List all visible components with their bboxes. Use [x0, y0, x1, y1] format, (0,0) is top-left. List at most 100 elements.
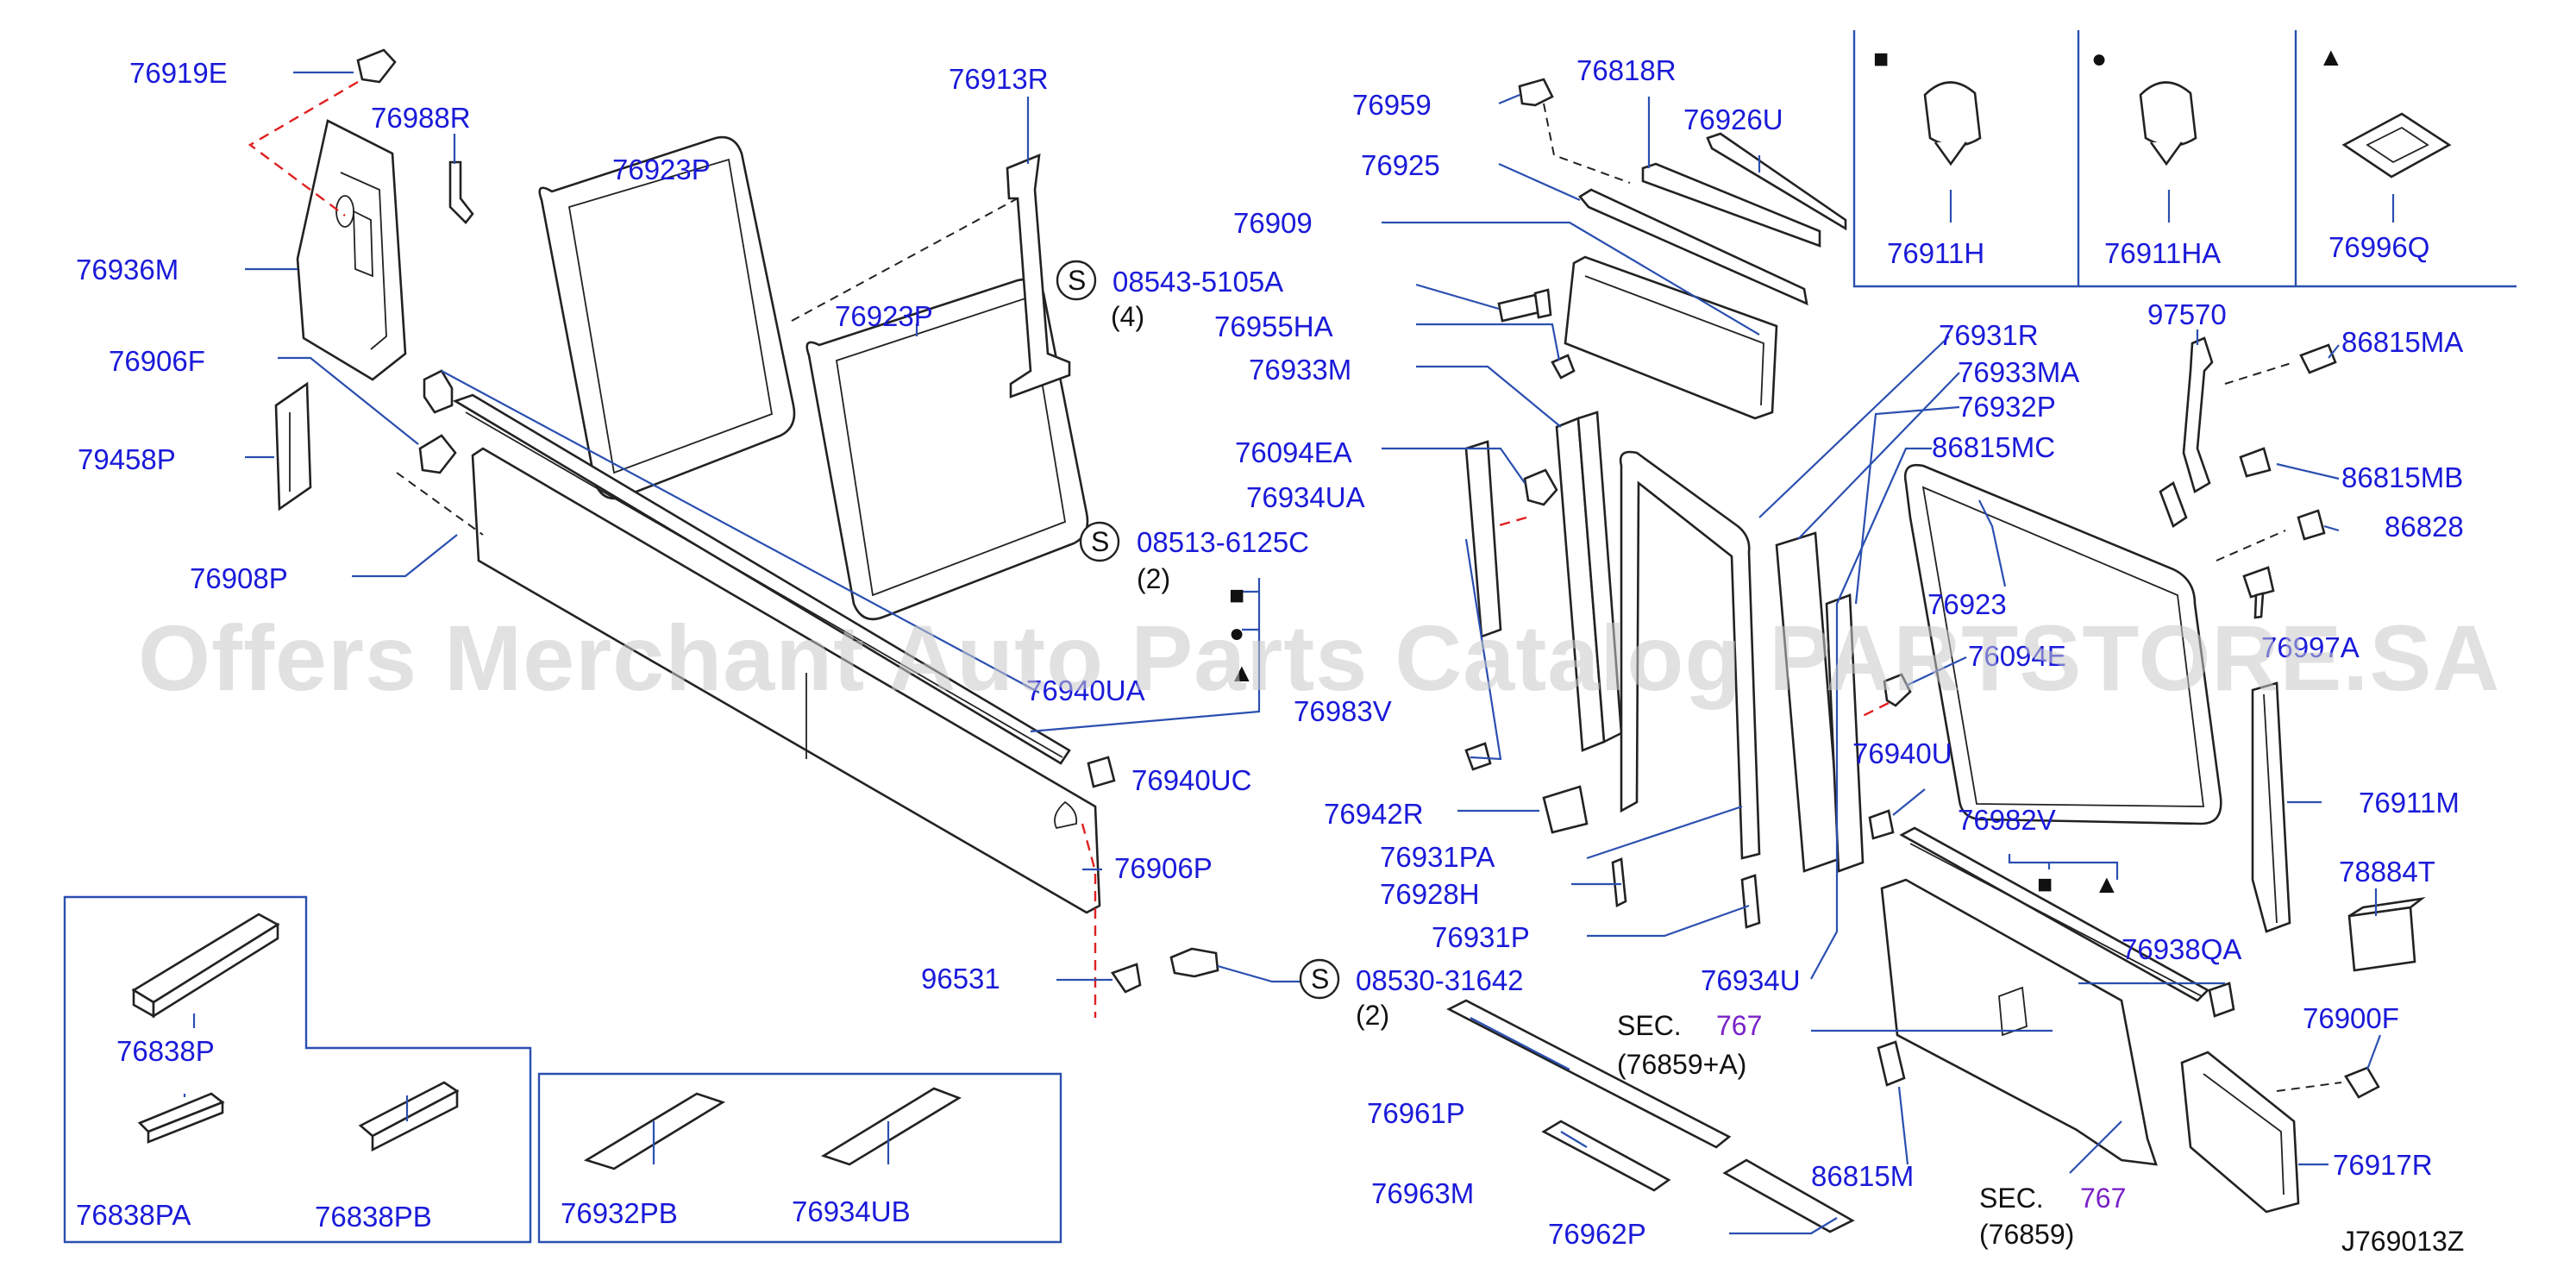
triangle-symbol-76982v: ▲ — [2094, 870, 2120, 899]
label-76913r: 76913R — [949, 63, 1049, 95]
label-78884t: 78884T — [2339, 856, 2435, 888]
strip-76928h — [1611, 857, 1627, 908]
label-76933m: 76933M — [1249, 354, 1351, 386]
clip-legend-box — [1852, 30, 2516, 288]
pillar-76911m — [2251, 681, 2291, 933]
label-76911ha: 76911HA — [2104, 237, 2221, 269]
label-76932pb: 76932PB — [561, 1197, 678, 1229]
section-ref: (76859+A) — [1617, 1049, 1746, 1080]
label-76919e: 76919E — [129, 57, 228, 89]
label-76911h: 76911H — [1887, 237, 1984, 269]
box-76909 — [1564, 255, 1778, 420]
screw-symbol: S — [1311, 963, 1329, 995]
label-76838pb: 76838PB — [315, 1201, 432, 1233]
label-76925: 76925 — [1361, 149, 1440, 181]
label-76940u: 76940U — [1852, 737, 1952, 769]
watermark: Offers Merchant Auto Parts Catalog PARTS… — [138, 605, 2500, 710]
screw-code: 08530-31642 — [1356, 964, 1524, 996]
pad-76933m — [1555, 411, 1623, 752]
label-86815m: 86815M — [1811, 1160, 1914, 1192]
label-76942r: 76942R — [1324, 798, 1424, 830]
window-seal-76923p-b — [805, 278, 1089, 621]
label-76094ea: 76094EA — [1235, 436, 1352, 468]
cap-76940u — [1868, 809, 1895, 840]
rail-76982v — [1899, 826, 2210, 1002]
screw-76942r — [1464, 742, 1589, 834]
triangle-symbol: ▲ — [2318, 43, 2344, 72]
label-76926u: 76926U — [1683, 104, 1783, 135]
clip-86815m — [1877, 1040, 1906, 1087]
label-76923p-b: 76923P — [835, 300, 933, 332]
clip-76955ha — [1551, 354, 1576, 380]
bracket-79458p — [274, 381, 312, 511]
label-76931r: 76931R — [1939, 319, 2039, 351]
screw-symbol: S — [1068, 265, 1086, 296]
label-76963m: 76963M — [1371, 1177, 1474, 1209]
panel-76908p — [471, 447, 1101, 914]
square-symbol: ■ — [1873, 45, 1889, 73]
label-76933ma: 76933MA — [1958, 356, 2079, 388]
screw-qty: (2) — [1356, 1000, 1389, 1031]
label-76908p: 76908P — [190, 562, 288, 594]
diagram-code: J769013Z — [2341, 1226, 2464, 1257]
pad-76838p — [131, 913, 280, 1019]
rail-76940ua — [452, 393, 1071, 765]
bolt-76997a — [2242, 566, 2275, 619]
strip-76963m — [1541, 1120, 1671, 1192]
label-76996q: 76996Q — [2328, 231, 2429, 263]
screw-qty: (2) — [1137, 563, 1170, 594]
label-76940ua: 76940UA — [1026, 675, 1145, 706]
trim-76818r — [1641, 162, 1821, 248]
label-76923p-a: 76923P — [612, 154, 711, 185]
pad-76838pb — [358, 1081, 460, 1152]
bracket-76917r — [2180, 1051, 2300, 1214]
panel-86815mc — [1880, 878, 2158, 1166]
clip-86815mb — [2239, 447, 2272, 478]
label-76838p: 76838P — [116, 1035, 215, 1067]
section-number[interactable]: 767 — [1716, 1010, 1762, 1041]
clip-86828 — [2297, 509, 2326, 541]
label-96531: 96531 — [921, 963, 1000, 995]
circle-symbol: ● — [2091, 45, 2107, 73]
section-prefix: SEC. — [1617, 1010, 1682, 1041]
trim-76925 — [1578, 188, 1808, 306]
strip-76934ua — [1464, 440, 1502, 638]
label-76923: 76923 — [1927, 588, 2007, 620]
section-number[interactable]: 767 — [2080, 1183, 2126, 1214]
label-76936m: 76936M — [76, 254, 179, 285]
section-ref-2: SEC. 767 (76859) — [1979, 1183, 2126, 1250]
clip-76959 — [1518, 78, 1554, 107]
label-76931pa: 76931PA — [1380, 841, 1495, 873]
screw-qty: (4) — [1111, 301, 1144, 332]
section-prefix: SEC. — [1979, 1183, 2044, 1214]
label-76962p: 76962P — [1548, 1218, 1646, 1250]
clip-76094e — [1883, 673, 1912, 707]
window-seal-76923p-a — [538, 135, 796, 500]
label-97570: 97570 — [2147, 298, 2227, 330]
section-ref-1: SEC. 767 (76859+A) — [1617, 1010, 1762, 1080]
screw-symbol: S — [1091, 526, 1109, 557]
screw-callout-2: S 08513-6125C (2) — [1079, 521, 1309, 594]
label-76932p: 76932P — [1958, 391, 2056, 423]
clip-96531 — [1110, 947, 1219, 994]
bolt-76909 — [1497, 288, 1552, 323]
clip-76906f — [418, 434, 457, 474]
label-76997a: 76997A — [2261, 631, 2360, 663]
label-76959: 76959 — [1352, 89, 1432, 121]
bracket-76988r — [448, 160, 474, 224]
label-76928h: 76928H — [1380, 878, 1480, 910]
clip-86815ma — [2299, 343, 2337, 374]
label-86815mc: 86815MC — [1932, 431, 2055, 463]
clip-76919e — [356, 48, 397, 84]
strip-76961p — [1446, 999, 1732, 1149]
label-76934ub: 76934UB — [792, 1195, 911, 1227]
section-ref: (76859) — [1979, 1219, 2074, 1250]
label-76955ha: 76955HA — [1214, 311, 1333, 342]
label-86828: 86828 — [2385, 511, 2464, 543]
label-76938qa: 76938QA — [2122, 933, 2241, 965]
kit-box-middle — [537, 1072, 1062, 1244]
square-symbol-76982v: ■ — [2037, 870, 2053, 899]
label-76917r: 76917R — [2333, 1149, 2433, 1181]
pad-76934ub — [820, 1087, 962, 1166]
screw-code: 08543-5105A — [1113, 266, 1283, 298]
